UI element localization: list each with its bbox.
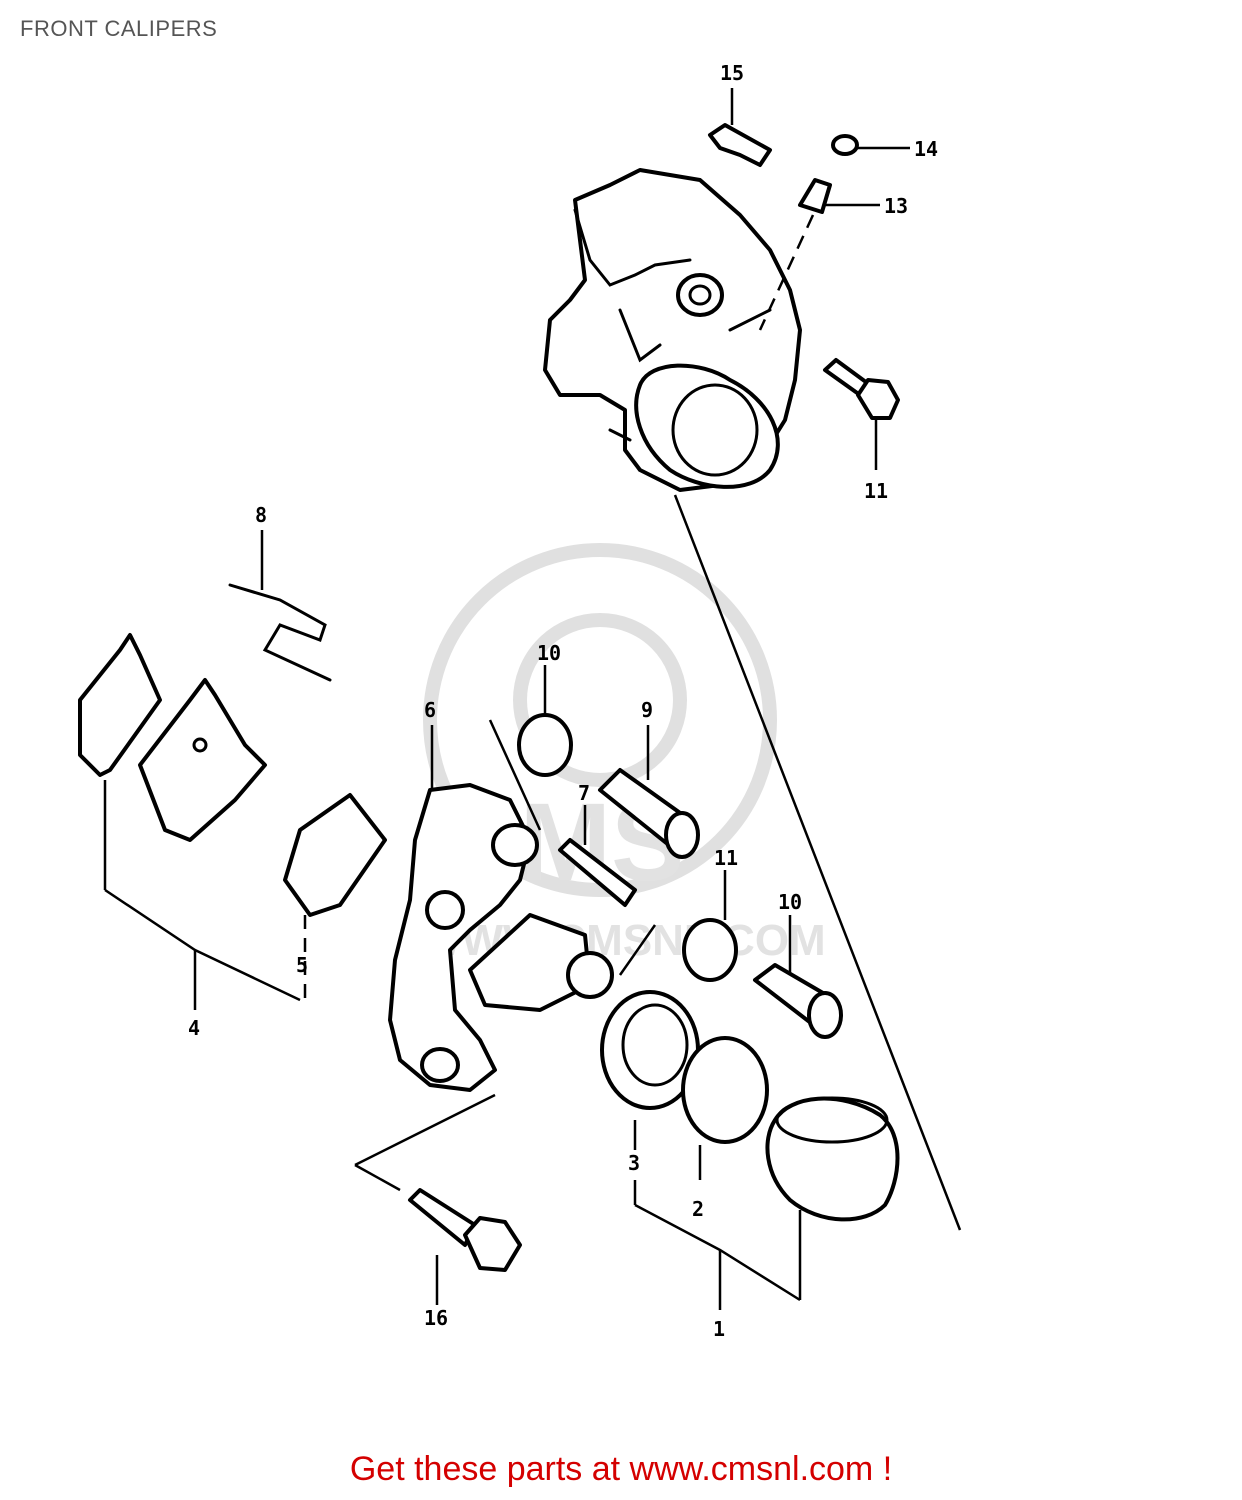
footer-link[interactable]: Get these parts at www.cmsnl.com ! <box>349 1450 893 1488</box>
callout-14: 14 <box>914 137 938 161</box>
part-11-boot-upper: 10 <box>488 641 573 831</box>
callout-4: 4 <box>188 1016 200 1040</box>
part-13-bleeder: 13 <box>758 178 908 331</box>
part-12-bolt: 11 <box>823 358 900 503</box>
page-title: FRONT CALIPERS <box>20 16 218 41</box>
callout-10: 10 <box>778 890 802 914</box>
caliper-body <box>543 168 802 492</box>
part-11-boot-lower: 11 <box>618 846 738 982</box>
part-14-cap: 14 <box>831 134 938 161</box>
callout-15: 15 <box>720 61 744 85</box>
caliper-assembly-leader <box>673 494 962 1231</box>
part-9-pin: 9 <box>598 698 700 859</box>
part-10-pin: 10 <box>753 890 843 1039</box>
callout-7: 7 <box>578 781 590 805</box>
callout-1: 1 <box>713 1317 725 1341</box>
part-1-assembly-bracket: 1 <box>634 1203 801 1341</box>
callout-12: 11 <box>864 479 888 503</box>
part-2-ring: 2 <box>681 1036 769 1221</box>
part-4-brake-pads: 4 <box>78 633 301 1040</box>
part-6-bracket: 6 <box>388 698 614 1092</box>
callout-6: 6 <box>424 698 436 722</box>
part-7-pin: 7 <box>558 781 637 907</box>
callout-2: 2 <box>692 1197 704 1221</box>
callout-16: 16 <box>424 1306 448 1330</box>
piston <box>765 1096 900 1300</box>
callout-9: 9 <box>641 698 653 722</box>
callout-13: 13 <box>884 194 908 218</box>
callout-3: 3 <box>628 1151 640 1175</box>
part-15-clip: 15 <box>708 61 772 167</box>
part-5-shim: 5 <box>283 793 387 1005</box>
part-8-pad-spring: 8 <box>228 503 332 682</box>
callout-11a: 10 <box>537 641 561 665</box>
part-3-seal: 3 <box>600 990 700 1205</box>
callout-11b: 11 <box>714 846 738 870</box>
part-16-bolt: 16 <box>354 1093 522 1330</box>
callout-8: 8 <box>255 503 267 527</box>
callout-5: 5 <box>296 953 308 977</box>
